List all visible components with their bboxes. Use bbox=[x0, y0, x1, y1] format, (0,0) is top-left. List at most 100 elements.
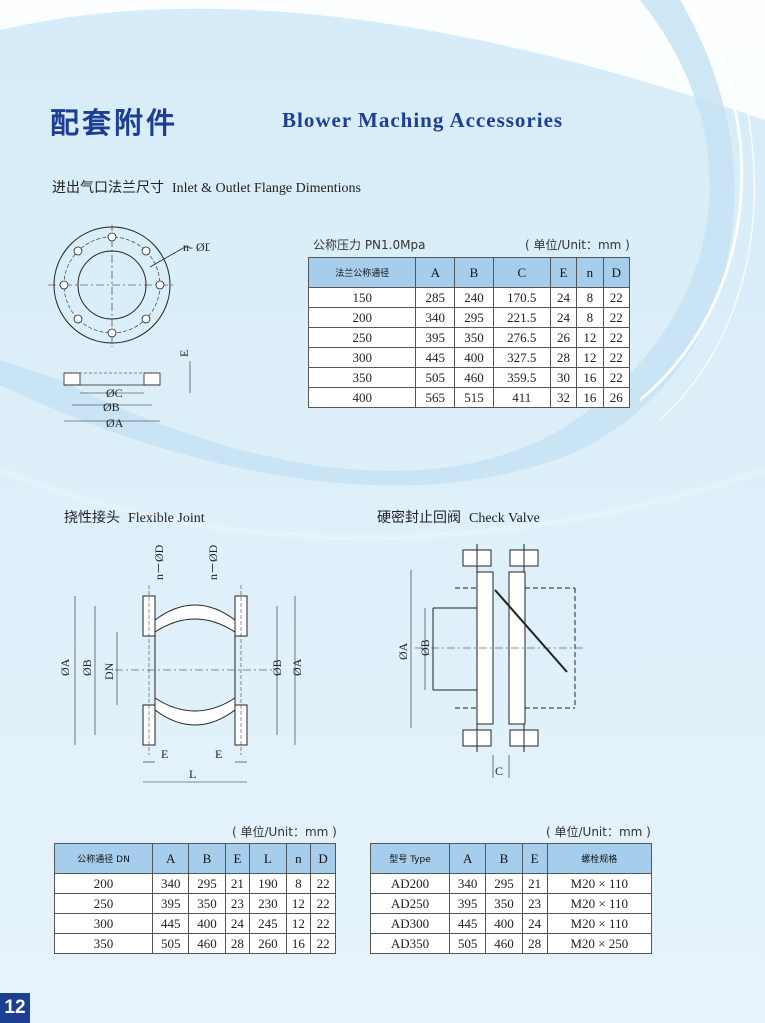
column-header: 法兰公称通径 bbox=[307, 257, 417, 288]
table-cell: 395 bbox=[152, 893, 190, 914]
joint-label-dn: DN bbox=[102, 662, 116, 680]
valve-label-a: ØA bbox=[396, 642, 410, 660]
table-cell: 411 bbox=[492, 387, 551, 408]
table-cell: 250 bbox=[307, 327, 417, 348]
joint-label-a-right: ØA bbox=[290, 658, 304, 676]
valve-label-b: ØB bbox=[418, 639, 432, 656]
table-cell: 28 bbox=[224, 933, 251, 954]
joint-heading-cn: 挠性接头 bbox=[64, 510, 120, 526]
joint-label-e-right: E bbox=[215, 747, 222, 761]
table-cell: 22 bbox=[602, 327, 631, 348]
table-cell: 515 bbox=[454, 387, 494, 408]
column-header: A bbox=[415, 257, 456, 288]
table-cell: 445 bbox=[152, 913, 190, 934]
column-header: 型号 Type bbox=[370, 843, 450, 874]
table-cell: 340 bbox=[152, 873, 190, 894]
column-header: E bbox=[521, 843, 548, 874]
table-cell: 350 bbox=[485, 893, 523, 914]
table-cell: 395 bbox=[415, 327, 456, 348]
valve-unit: ( 单位/Unit：mm ) bbox=[546, 825, 651, 839]
table-cell: 327.5 bbox=[492, 347, 551, 368]
table-cell: 12 bbox=[285, 893, 312, 914]
column-header: n bbox=[285, 843, 312, 874]
table-cell: 16 bbox=[285, 933, 312, 954]
page-title-en: Blower Maching Accessories bbox=[282, 108, 564, 132]
table-cell: 12 bbox=[285, 913, 312, 934]
table-cell: 300 bbox=[307, 347, 417, 368]
joint-label-b-right: ØB bbox=[270, 659, 284, 676]
table-cell: 24 bbox=[549, 287, 578, 308]
column-header: L bbox=[249, 843, 287, 874]
table-cell: AD350 bbox=[370, 933, 450, 954]
flange-heading-en: Inlet & Outlet Flange Dimentions bbox=[172, 181, 361, 196]
table-cell: 22 bbox=[310, 873, 336, 894]
table-cell: 190 bbox=[249, 873, 287, 894]
valve-heading-en: Check Valve bbox=[469, 511, 540, 526]
table-cell: 26 bbox=[602, 387, 631, 408]
column-header: D bbox=[602, 257, 631, 288]
table-cell: 30 bbox=[549, 367, 578, 388]
table-cell: 28 bbox=[549, 347, 578, 368]
flange-label-e: E bbox=[177, 350, 191, 357]
table-cell: 359.5 bbox=[492, 367, 551, 388]
table-cell: AD300 bbox=[370, 913, 450, 934]
table-cell: AD200 bbox=[370, 873, 450, 894]
page-number: 12 bbox=[0, 993, 30, 1023]
valve-label-c: C bbox=[495, 764, 503, 778]
flange-pressure: 公称压力 PN1.0Mpa bbox=[313, 238, 426, 252]
flange-heading-cn: 进出气口法兰尺寸 bbox=[52, 180, 164, 196]
joint-heading: 挠性接头 Flexible Joint bbox=[64, 507, 205, 527]
flange-heading: 进出气口法兰尺寸 Inlet & Outlet Flange Dimentions bbox=[52, 177, 361, 197]
valve-heading-cn: 硬密封止回阀 bbox=[377, 510, 461, 526]
table-cell: 12 bbox=[576, 347, 604, 368]
table-cell: 295 bbox=[485, 873, 523, 894]
column-header: E bbox=[224, 843, 251, 874]
table-cell: 240 bbox=[454, 287, 494, 308]
table-cell: 350 bbox=[307, 367, 417, 388]
table-cell: 340 bbox=[448, 873, 487, 894]
column-header: D bbox=[310, 843, 336, 874]
table-cell: 28 bbox=[521, 933, 548, 954]
page-title-cn: 配套附件 bbox=[50, 106, 179, 140]
flange-unit: ( 单位/Unit：mm ) bbox=[525, 238, 630, 252]
joint-heading-en: Flexible Joint bbox=[128, 511, 205, 526]
table-cell: 23 bbox=[224, 893, 251, 914]
table-cell: 22 bbox=[602, 287, 631, 308]
table-cell: 400 bbox=[188, 913, 226, 934]
column-header: 螺栓规格 bbox=[546, 843, 653, 874]
table-cell: 22 bbox=[602, 307, 631, 328]
column-header: n bbox=[576, 257, 604, 288]
column-header: B bbox=[485, 843, 523, 874]
table-cell: 23 bbox=[521, 893, 548, 914]
table-cell: 8 bbox=[576, 307, 604, 328]
table-cell: 24 bbox=[521, 913, 548, 934]
table-cell: 400 bbox=[307, 387, 417, 408]
table-cell: 340 bbox=[415, 307, 456, 328]
table-cell: 400 bbox=[485, 913, 523, 934]
flange-label-a: ØA bbox=[106, 416, 124, 430]
table-cell: 22 bbox=[310, 933, 336, 954]
joint-label-b-left: ØB bbox=[80, 659, 94, 676]
joint-label-l: L bbox=[189, 767, 196, 781]
table-cell: 295 bbox=[454, 307, 494, 328]
table-cell: 8 bbox=[285, 873, 312, 894]
table-cell: M20 × 110 bbox=[546, 873, 653, 894]
table-cell: 22 bbox=[310, 893, 336, 914]
table-cell: 295 bbox=[188, 873, 226, 894]
table-cell: 16 bbox=[576, 387, 604, 408]
table-cell: 21 bbox=[224, 873, 251, 894]
table-cell: 22 bbox=[310, 913, 336, 934]
table-cell: 200 bbox=[307, 307, 417, 328]
table-cell: 21 bbox=[521, 873, 548, 894]
table-cell: 350 bbox=[188, 893, 226, 914]
table-cell: M20 × 250 bbox=[546, 933, 653, 954]
